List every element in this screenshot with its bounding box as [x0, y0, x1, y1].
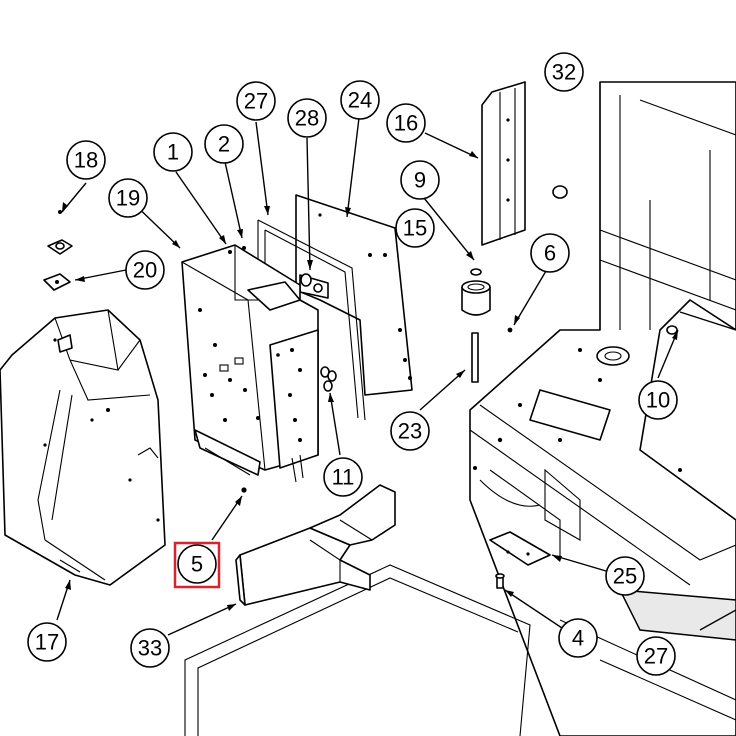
callout-label: 19 [116, 186, 140, 211]
machine-frame [469, 81, 736, 736]
callout-27-top[interactable]: 27 [236, 81, 276, 121]
callout-1[interactable]: 1 [153, 132, 193, 172]
part-20-plate [43, 273, 71, 291]
callout-label: 9 [414, 168, 426, 193]
callout-11[interactable]: 11 [323, 457, 363, 497]
callout-5[interactable]: 5 [177, 544, 217, 584]
callout-label: 20 [133, 258, 157, 283]
leader-arrowheads [62, 151, 678, 611]
callout-label: 15 [403, 216, 427, 241]
callout-label: 2 [218, 132, 230, 157]
part-9-nut [470, 268, 482, 276]
callout-label: 17 [35, 630, 59, 655]
callout-6[interactable]: 6 [530, 233, 570, 273]
callout-18[interactable]: 18 [66, 140, 106, 180]
callout-9[interactable]: 9 [400, 160, 440, 200]
part-5-screw [241, 487, 247, 493]
callout-label: 11 [332, 465, 355, 490]
part-15-cylinder [461, 280, 491, 316]
callout-10[interactable]: 10 [638, 380, 678, 420]
callout-25[interactable]: 25 [605, 556, 645, 596]
callout-28[interactable]: 28 [287, 98, 327, 138]
callout-15[interactable]: 15 [395, 208, 435, 248]
part-4-stud [495, 573, 505, 589]
callout-label: 27 [644, 644, 668, 669]
part-1-enclosure [181, 244, 319, 483]
part-16-strip [481, 81, 526, 246]
callout-16[interactable]: 16 [386, 103, 426, 143]
callout-20[interactable]: 20 [125, 250, 165, 290]
callout-17[interactable]: 17 [27, 622, 67, 662]
callout-label: 27 [244, 89, 268, 114]
part-17-cover [0, 309, 166, 586]
callout-4[interactable]: 4 [558, 618, 598, 658]
callout-23[interactable]: 23 [390, 411, 430, 451]
callout-27-bottom[interactable]: 27 [636, 636, 676, 676]
part-25-plate [489, 531, 551, 566]
callout-33[interactable]: 33 [130, 628, 170, 668]
callout-label: 33 [138, 636, 162, 661]
callout-label: 24 [348, 88, 372, 113]
callout-label: 23 [398, 419, 422, 444]
callout-label: 25 [613, 564, 637, 589]
callout-19[interactable]: 19 [108, 178, 148, 218]
callout-label: 10 [646, 388, 670, 413]
part-33-frame [184, 484, 531, 736]
part-23-rod [471, 332, 479, 383]
callout-label: 5 [191, 552, 203, 577]
callout-32[interactable]: 32 [544, 52, 584, 92]
part-18-washer [47, 210, 73, 255]
part-6-screw [507, 327, 513, 333]
callout-2[interactable]: 2 [204, 124, 244, 164]
callout-label: 16 [394, 111, 418, 136]
callout-label: 1 [167, 140, 179, 165]
part-11-fasteners [320, 366, 337, 392]
callout-label: 18 [74, 148, 98, 173]
callout-label: 32 [552, 60, 576, 85]
callout-label: 6 [544, 241, 556, 266]
highlight-box [173, 541, 221, 589]
callout-label: 28 [295, 106, 319, 131]
callout-24[interactable]: 24 [340, 80, 380, 120]
callout-label: 4 [572, 626, 584, 651]
